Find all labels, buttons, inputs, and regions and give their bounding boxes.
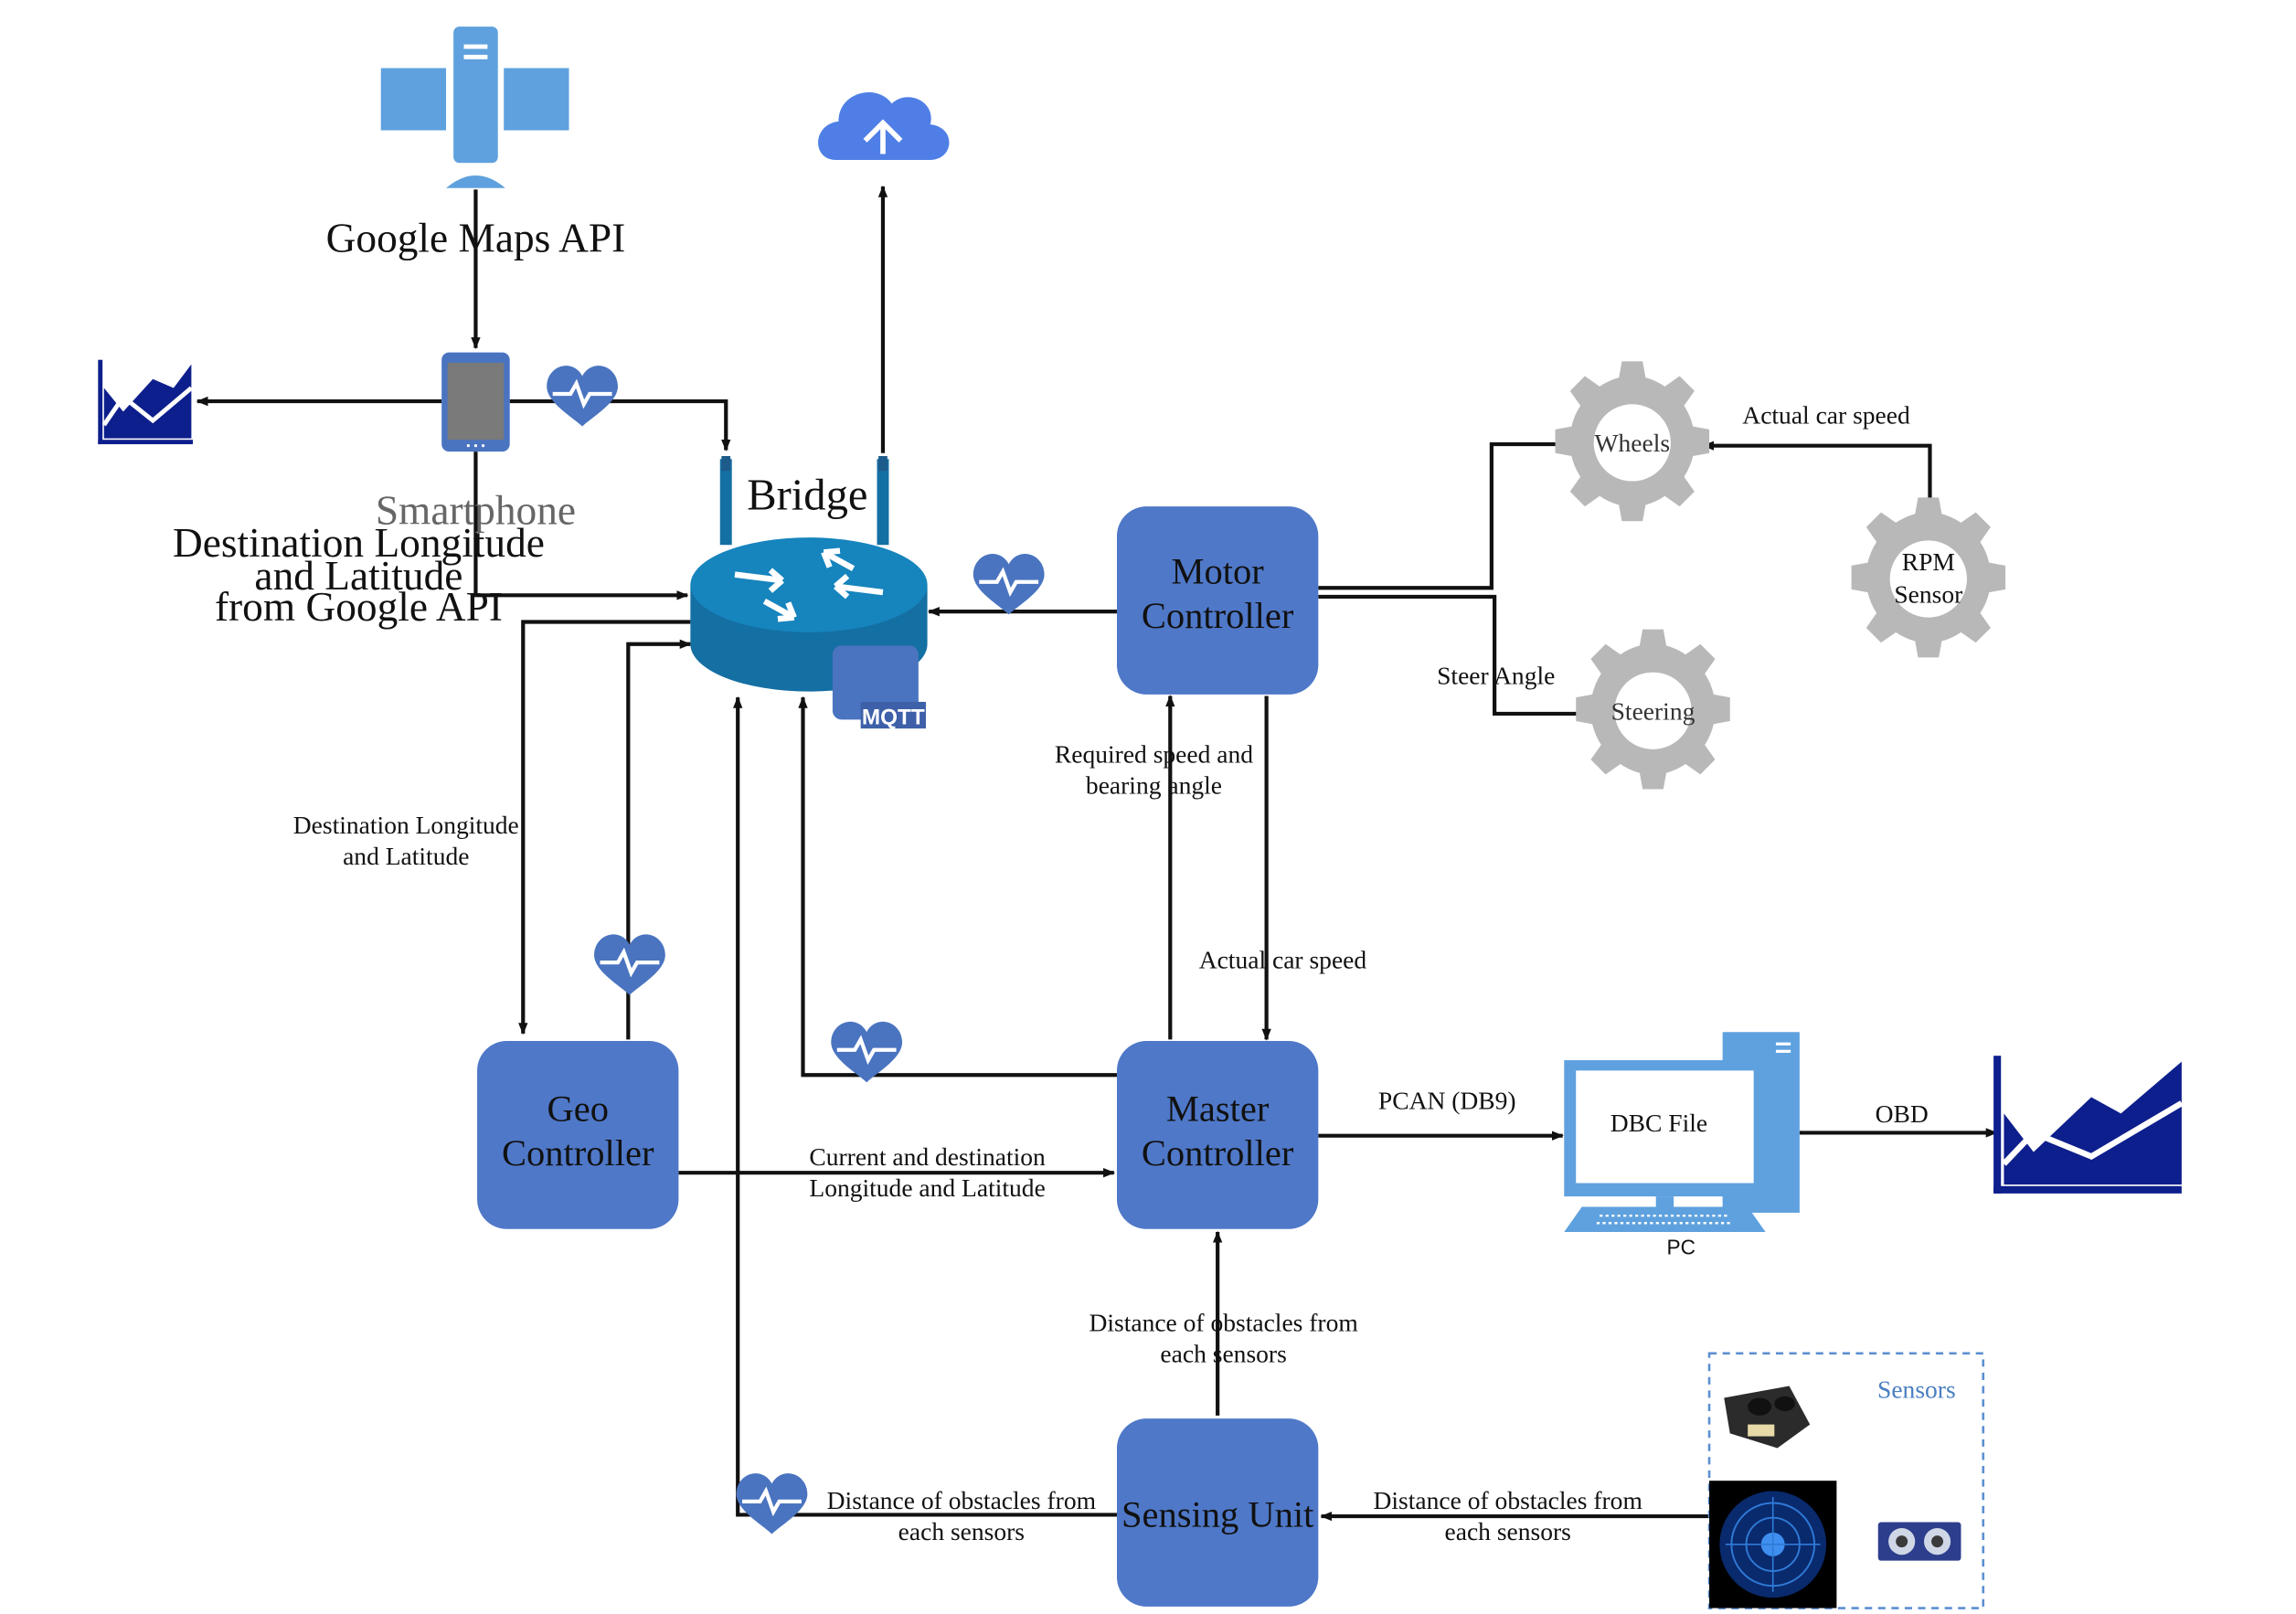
sensing-unit-box: Sensing Unit [1116, 1418, 1319, 1607]
svg-text:Current and destination: Current and destination [809, 1142, 1046, 1171]
svg-text:Master: Master [1166, 1088, 1270, 1129]
sensors-label: Sensors [1877, 1375, 1956, 1403]
smartphone-icon [441, 352, 510, 452]
connection-lines [196, 185, 1998, 1522]
svg-text:Wheels: Wheels [1595, 429, 1671, 457]
sensors-group-border [1707, 1352, 1985, 1609]
svg-text:Longitude and Latitude: Longitude and Latitude [809, 1173, 1045, 1202]
svg-text:and Latitude: and Latitude [343, 842, 469, 870]
svg-text:from Google API: from Google API [215, 584, 503, 630]
svg-text:Motor: Motor [1172, 550, 1265, 591]
required-speed-label: Required speed and bearing angle [1055, 739, 1253, 799]
svg-text:RPM: RPM [1902, 547, 1955, 576]
steer-angle-label: Steer Angle [1437, 662, 1555, 690]
pc-icon [1564, 1032, 1800, 1232]
heartbeat-icon [737, 1473, 808, 1534]
actual-car-speed-label: Actual car speed [1199, 946, 1367, 974]
mqtt-badge: MQTT [832, 645, 926, 729]
motor-controller-box: Motor Controller [1116, 506, 1319, 695]
svg-text:Destination Longitude: Destination Longitude [173, 520, 545, 566]
svg-text:Sensing Unit: Sensing Unit [1121, 1493, 1314, 1534]
svg-text:bearing angle: bearing angle [1086, 770, 1222, 799]
pc-label: PC [1667, 1235, 1696, 1258]
gear-icon: Wheels [1555, 361, 1710, 522]
bridge-label: Bridge [747, 470, 867, 519]
line-chart-icon [1993, 1056, 2184, 1194]
destination-google-api-label: Destination Longitude and Latitude from … [173, 520, 545, 630]
actual-car-speed-wheels-label: Actual car speed [1742, 400, 1910, 429]
heartbeat-icon [547, 366, 618, 426]
sensing-to-master-label: Distance of obstacles from each sensors [1089, 1309, 1357, 1368]
svg-text:Controller: Controller [502, 1132, 654, 1173]
svg-text:Distance of obstacles from: Distance of obstacles from [827, 1486, 1096, 1514]
svg-text:MQTT: MQTT [862, 705, 925, 729]
svg-text:Destination Longitude: Destination Longitude [293, 811, 519, 839]
master-controller-box: Master Controller [1116, 1040, 1319, 1229]
destination-lon-lat-label: Destination Longitude and Latitude [293, 811, 519, 870]
svg-text:Geo: Geo [547, 1088, 608, 1129]
smartphone-label: Smartphone [376, 488, 576, 534]
ir-sensor-icon [1724, 1386, 1811, 1449]
gear-icon: RPM Sensor [1851, 497, 2006, 658]
svg-text:each sensors: each sensors [898, 1517, 1025, 1545]
google-maps-api-label: Google Maps API [326, 215, 626, 260]
cloud-upload-icon [818, 92, 950, 160]
svg-text:each sensors: each sensors [1445, 1517, 1571, 1545]
svg-text:Steering: Steering [1611, 696, 1695, 725]
svg-text:Controller: Controller [1142, 595, 1294, 636]
svg-text:Distance of obstacles from: Distance of obstacles from [1374, 1486, 1642, 1514]
svg-text:Sensor: Sensor [1894, 579, 1962, 608]
obd-label: OBD [1876, 1099, 1929, 1128]
dbc-file-label: DBC File [1610, 1109, 1707, 1137]
svg-text:Controller: Controller [1142, 1132, 1294, 1173]
satellite-icon [380, 27, 569, 188]
radar-sensor-icon [1709, 1481, 1837, 1609]
geo-controller-box: Geo Controller [477, 1040, 679, 1229]
ultrasonic-sensor-icon [1877, 1522, 1961, 1561]
svg-text:each sensors: each sensors [1160, 1340, 1286, 1368]
svg-text:Required speed and: Required speed and [1055, 739, 1253, 768]
current-destination-label: Current and destination Longitude and La… [809, 1142, 1046, 1202]
heartbeat-icon [973, 554, 1045, 614]
sensing-to-bridge-label: Distance of obstacles from each sensors [827, 1486, 1096, 1545]
gear-icon: Steering [1576, 629, 1730, 790]
pcan-label: PCAN (DB9) [1378, 1087, 1516, 1115]
sensors-to-sensing-label: Distance of obstacles from each sensors [1374, 1486, 1642, 1545]
line-chart-icon [98, 359, 193, 445]
svg-text:Distance of obstacles from: Distance of obstacles from [1089, 1309, 1357, 1337]
svg-text:and Latitude: and Latitude [254, 553, 462, 599]
